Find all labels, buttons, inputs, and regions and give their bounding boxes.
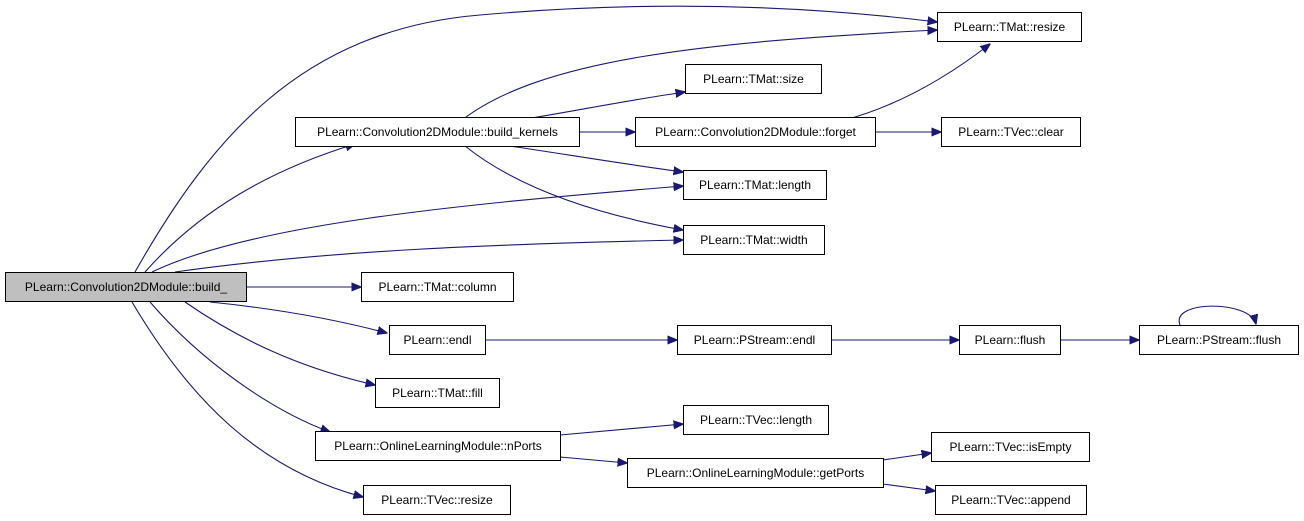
node-tvec-append[interactable]: PLearn::TVec::append xyxy=(935,485,1087,515)
edge-build-to-tmat-resize xyxy=(134,5,937,273)
node-label[interactable]: PLearn::TMat::width xyxy=(700,233,807,247)
node-box[interactable] xyxy=(635,117,876,147)
node-getports[interactable]: PLearn::OnlineLearningModule::getPorts xyxy=(627,458,884,488)
node-label[interactable]: PLearn::TMat::column xyxy=(378,280,496,294)
node-box[interactable] xyxy=(295,117,580,147)
node-label[interactable]: PLearn::Convolution2DModule::build_ xyxy=(25,280,227,294)
edge-build-to-build-kernels xyxy=(144,144,355,273)
node-tmat-length[interactable]: PLearn::TMat::length xyxy=(683,170,827,200)
node-label[interactable]: PLearn::TVec::resize xyxy=(381,493,493,507)
edge-getports-to-tvec-append xyxy=(882,483,935,491)
edge-pstream-flush-self-loop xyxy=(1178,305,1256,325)
node-box[interactable] xyxy=(627,458,884,488)
node-tmat-fill[interactable]: PLearn::TMat::fill xyxy=(375,378,500,408)
node-label[interactable]: PLearn::PStream::endl xyxy=(694,333,815,347)
node-box[interactable] xyxy=(931,432,1090,462)
edge-nports-to-tvec-length xyxy=(559,424,683,436)
node-box[interactable] xyxy=(5,272,247,302)
node-endl[interactable]: PLearn::endl xyxy=(389,325,486,355)
edge-build-to-tvec-resize xyxy=(131,301,363,497)
edge-build-to-tmat-length xyxy=(151,186,683,273)
node-box[interactable] xyxy=(389,325,486,355)
edge-forget-to-tmat-resize xyxy=(844,44,990,121)
edges xyxy=(131,5,1256,497)
node-box[interactable] xyxy=(959,325,1061,355)
node-box[interactable] xyxy=(683,225,825,255)
node-flush[interactable]: PLearn::flush xyxy=(959,325,1061,355)
edge-build-kernels-to-tmat-length xyxy=(509,145,683,172)
node-pstream-flush[interactable]: PLearn::PStream::flush xyxy=(1139,325,1299,355)
edge-nports-to-getports xyxy=(559,456,627,463)
node-box[interactable] xyxy=(363,485,511,515)
node-label[interactable]: PLearn::PStream::flush xyxy=(1157,333,1281,347)
edge-build-kernels-to-tmat-width xyxy=(464,145,683,230)
node-box[interactable] xyxy=(683,405,829,435)
node-pstream-endl[interactable]: PLearn::PStream::endl xyxy=(677,325,832,355)
node-box[interactable] xyxy=(677,325,832,355)
node-tmat-resize[interactable]: PLearn::TMat::resize xyxy=(937,12,1082,42)
node-tmat-column[interactable]: PLearn::TMat::column xyxy=(361,272,514,302)
node-box[interactable] xyxy=(375,378,500,408)
node-box[interactable] xyxy=(315,431,561,461)
node-label[interactable]: PLearn::Convolution2DModule::forget xyxy=(655,125,856,139)
node-label[interactable]: PLearn::OnlineLearningModule::getPorts xyxy=(647,466,864,480)
node-nports[interactable]: PLearn::OnlineLearningModule::nPorts xyxy=(315,431,561,461)
node-label[interactable]: PLearn::flush xyxy=(975,333,1046,347)
node-box[interactable] xyxy=(1139,325,1299,355)
node-box[interactable] xyxy=(685,64,822,94)
node-forget[interactable]: PLearn::Convolution2DModule::forget xyxy=(635,117,876,147)
node-label[interactable]: PLearn::TVec::isEmpty xyxy=(949,440,1071,454)
node-box[interactable] xyxy=(683,170,827,200)
edge-build-to-nports xyxy=(149,301,330,432)
node-build[interactable]: PLearn::Convolution2DModule::build_ xyxy=(5,272,247,302)
node-label[interactable]: PLearn::TVec::clear xyxy=(958,125,1063,139)
edge-build-kernels-to-tmat-size xyxy=(519,92,685,121)
node-tvec-clear[interactable]: PLearn::TVec::clear xyxy=(941,117,1081,147)
node-tvec-resize[interactable]: PLearn::TVec::resize xyxy=(363,485,511,515)
node-label[interactable]: PLearn::TMat::fill xyxy=(392,386,483,400)
node-label[interactable]: PLearn::TVec::append xyxy=(951,493,1070,507)
node-build-kernels[interactable]: PLearn::Convolution2DModule::build_kerne… xyxy=(295,117,580,147)
node-label[interactable]: PLearn::TMat::size xyxy=(703,72,804,86)
node-label[interactable]: PLearn::TMat::resize xyxy=(954,20,1066,34)
edge-build-to-tmat-width xyxy=(174,240,683,273)
edge-build-kernels-to-tmat-resize xyxy=(461,30,937,121)
nodes: PLearn::Convolution2DModule::build_ PLea… xyxy=(5,12,1299,515)
node-label[interactable]: PLearn::TVec::length xyxy=(700,413,812,427)
node-tvec-isempty[interactable]: PLearn::TVec::isEmpty xyxy=(931,432,1090,462)
node-box[interactable] xyxy=(937,12,1082,42)
node-tvec-length[interactable]: PLearn::TVec::length xyxy=(683,405,829,435)
edge-build-to-tmat-fill xyxy=(184,301,375,385)
node-box[interactable] xyxy=(935,485,1087,515)
node-label[interactable]: PLearn::endl xyxy=(403,333,471,347)
node-box[interactable] xyxy=(941,117,1081,147)
node-tmat-size[interactable]: PLearn::TMat::size xyxy=(685,64,822,94)
node-box[interactable] xyxy=(361,272,514,302)
edge-getports-to-tvec-isempty xyxy=(882,453,931,461)
node-label[interactable]: PLearn::TMat::length xyxy=(699,178,811,192)
node-tmat-width[interactable]: PLearn::TMat::width xyxy=(683,225,825,255)
node-label[interactable]: PLearn::OnlineLearningModule::nPorts xyxy=(334,439,541,453)
edge-build-to-endl xyxy=(209,301,387,333)
node-label[interactable]: PLearn::Convolution2DModule::build_kerne… xyxy=(317,125,558,139)
